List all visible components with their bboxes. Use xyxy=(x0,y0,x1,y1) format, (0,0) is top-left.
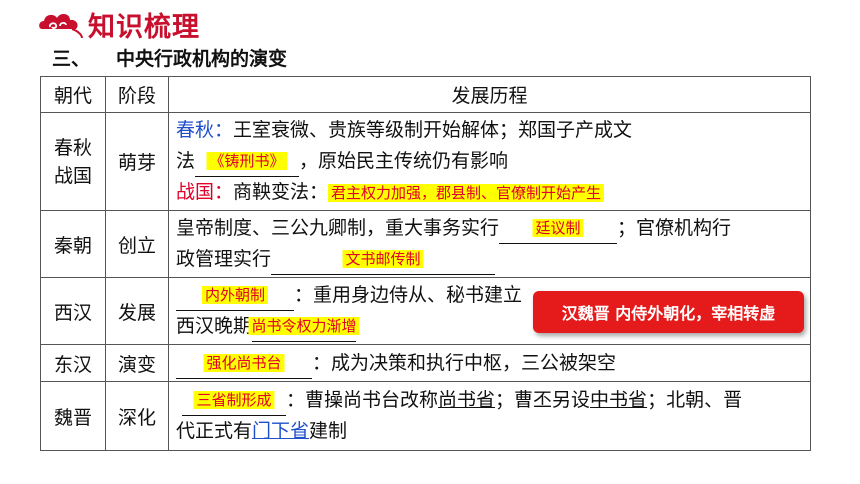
development-cell: 强化尚书台：成为决策和执行中枢，三公被架空 xyxy=(168,344,811,382)
answer-highlight: 强化尚书台 xyxy=(203,353,285,372)
page-title: 知识梳理 xyxy=(88,11,200,43)
dynasty-cell: 东汉 xyxy=(40,344,106,382)
header-stage: 阶段 xyxy=(105,76,169,113)
table-row: 西汉 发展 内外朝制：重用身边侍从、秘书建立 西汉晚期尚书令权力渐增 xyxy=(40,277,811,345)
table-row: 秦朝 创立 皇帝制度、三公九卿制，重大事务实行廷议制；官僚机构行 政管理实行文书… xyxy=(40,210,811,278)
dynasty-cell: 秦朝 xyxy=(40,210,106,278)
header-dynasty: 朝代 xyxy=(40,76,106,113)
answer-blank: 强化尚书台 xyxy=(176,353,312,379)
section-heading: 三、 中央行政机构的演变 xyxy=(52,44,287,71)
answer-highlight: 君主权力加强，郡县制、官僚制开始产生 xyxy=(328,183,605,202)
stage-cell: 演变 xyxy=(105,344,169,382)
dynasty-cell: 春秋战国 xyxy=(40,112,106,211)
popup-text: 汉魏晋 内侍外朝化，宰相转虚 xyxy=(561,304,776,323)
development-cell: 三省制形成：曹操尚书台改称尚书省；曹丕另设中书省；北朝、晋 代正式有门下省建制 xyxy=(168,381,811,451)
answer-blank: 三省制形成 xyxy=(182,391,286,416)
underlined-term: 尚书省 xyxy=(438,389,496,411)
section-title: 中央行政机构的演变 xyxy=(116,48,288,70)
header-development: 发展历程 xyxy=(168,76,811,113)
answer-highlight: 《铸刑书》 xyxy=(206,151,288,170)
answer-highlight: 文书邮传制 xyxy=(342,250,424,268)
stage-cell: 深化 xyxy=(105,381,169,451)
evolution-table: 朝代 阶段 发展历程 春秋战国 萌芽 春秋：王室衰微、贵族等级制开始解体；郑国子… xyxy=(40,76,811,451)
section-number: 三、 xyxy=(52,48,91,70)
answer-blank: 廷议制 xyxy=(499,219,618,244)
table-row: 魏晋 深化 三省制形成：曹操尚书台改称尚书省；曹丕另设中书省；北朝、晋 代正式有… xyxy=(40,381,811,451)
answer-blank: 文书邮传制 xyxy=(271,250,496,275)
answer-blank: 内外朝制 xyxy=(176,286,294,311)
table-row: 春秋战国 萌芽 春秋：王室衰微、贵族等级制开始解体；郑国子产成文 法《铸刑书》，… xyxy=(40,112,811,211)
period-label: 战国： xyxy=(176,180,234,203)
answer-highlight: 廷议制 xyxy=(532,219,584,237)
development-cell: 春秋：王室衰微、贵族等级制开始解体；郑国子产成文 法《铸刑书》，原始民主传统仍有… xyxy=(168,112,811,211)
development-cell: 皇帝制度、三公九卿制，重大事务实行廷议制；官僚机构行 政管理实行文书邮传制 xyxy=(168,210,811,278)
underlined-term-link[interactable]: 门下省 xyxy=(252,420,310,442)
answer-highlight: 三省制形成 xyxy=(193,391,275,409)
period-label: 春秋： xyxy=(176,118,234,141)
stage-cell: 创立 xyxy=(105,210,169,278)
answer-blank: 《铸刑书》 xyxy=(195,151,300,177)
cloud-swirl-icon xyxy=(36,9,84,39)
table-row: 东汉 演变 强化尚书台：成为决策和执行中枢，三公被架空 xyxy=(40,344,811,382)
answer-highlight: 尚书令权力渐增 xyxy=(248,317,360,335)
answer-highlight: 内外朝制 xyxy=(201,286,269,304)
stage-cell: 萌芽 xyxy=(105,112,169,211)
dynasty-cell: 魏晋 xyxy=(40,381,106,451)
stage-cell: 发展 xyxy=(105,277,169,345)
popup-callout[interactable]: 汉魏晋 内侍外朝化，宰相转虚 xyxy=(533,291,804,333)
underlined-term: 中书省 xyxy=(590,389,648,411)
header: 知识梳理 xyxy=(36,6,200,43)
table-header-row: 朝代 阶段 发展历程 xyxy=(40,76,811,113)
answer-blank: 尚书令权力渐增 xyxy=(248,317,360,342)
development-cell: 内外朝制：重用身边侍从、秘书建立 西汉晚期尚书令权力渐增 xyxy=(168,277,811,345)
dynasty-cell: 西汉 xyxy=(40,277,106,345)
